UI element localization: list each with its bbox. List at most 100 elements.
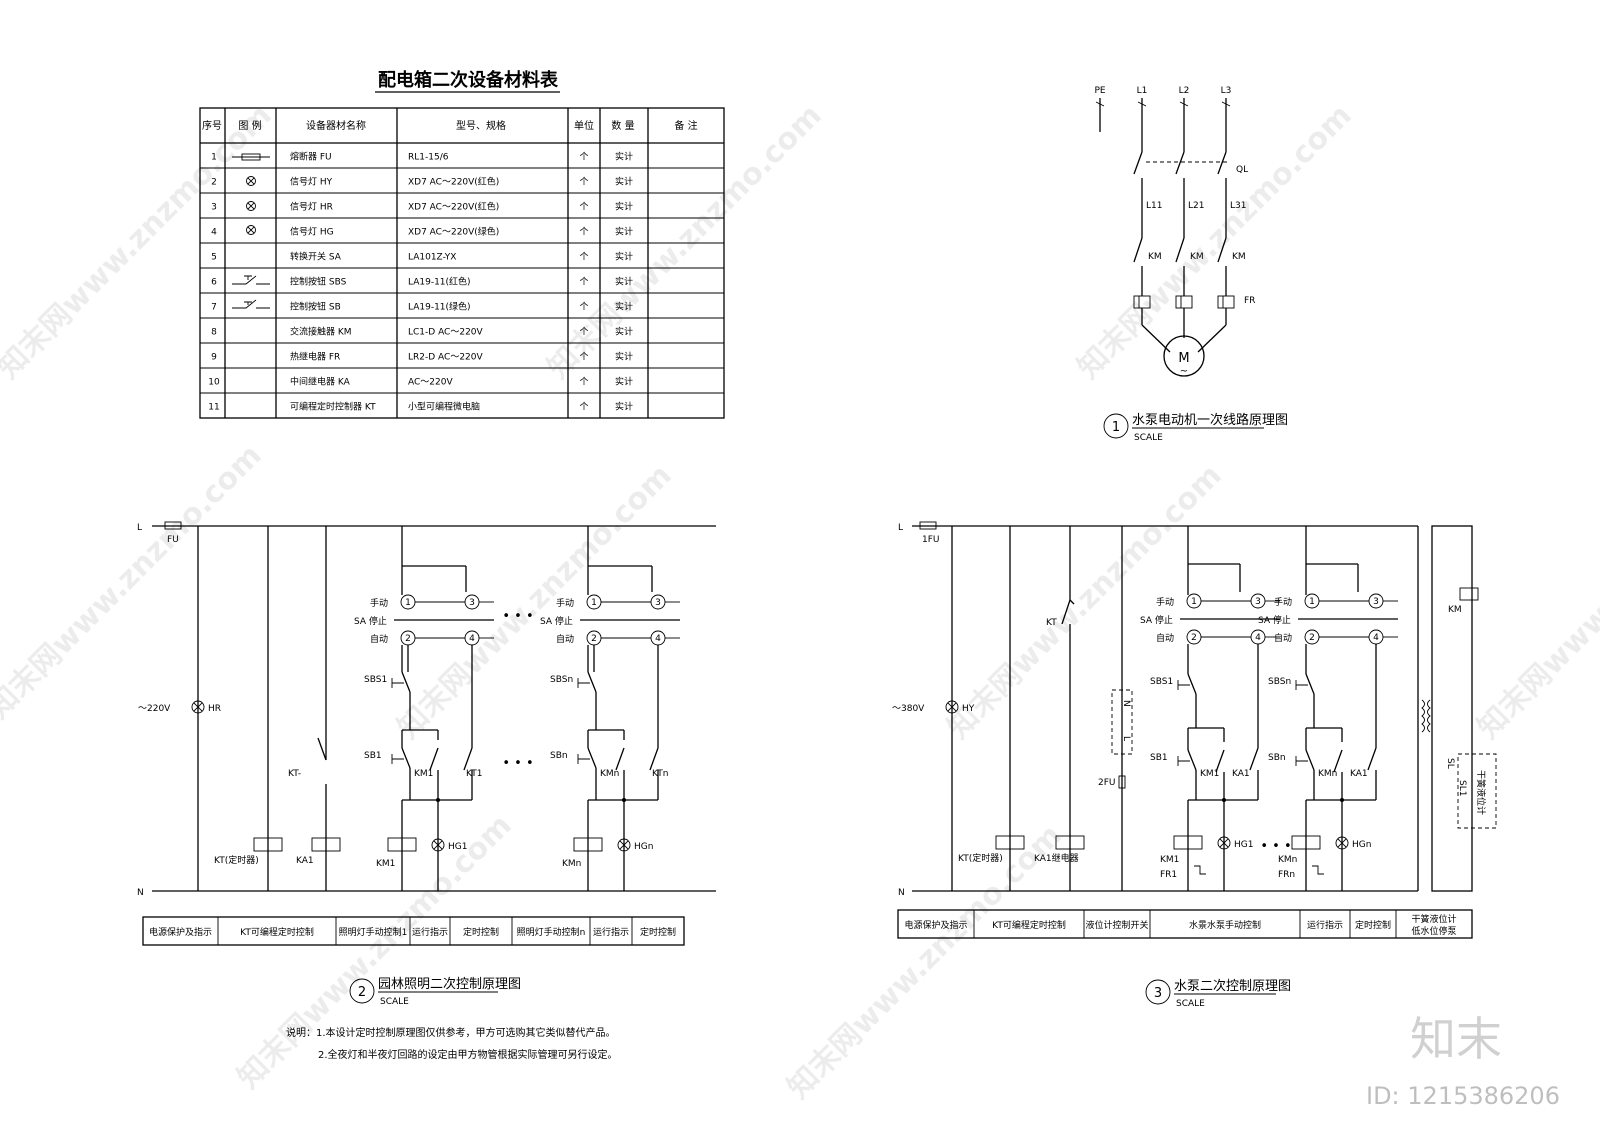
svg-text:定时控制: 定时控制 bbox=[640, 926, 676, 938]
svg-text:运行指示: 运行指示 bbox=[593, 926, 629, 938]
svg-text:可编程定时控制器 KT: 可编程定时控制器 KT bbox=[290, 401, 376, 413]
svg-text:热继电器 FR: 热继电器 FR bbox=[290, 351, 340, 363]
svg-text:干簧液位计: 干簧液位计 bbox=[1411, 913, 1456, 925]
svg-text:熔断器 FU: 熔断器 FU bbox=[290, 151, 332, 163]
svg-text:KM1: KM1 bbox=[414, 769, 433, 779]
svg-text:SBn: SBn bbox=[550, 751, 568, 761]
svg-text:AC～220V: AC～220V bbox=[408, 378, 453, 388]
watermark-logo: 知末 bbox=[1410, 1012, 1502, 1066]
svg-text:SBSn: SBSn bbox=[550, 675, 573, 685]
svg-text:实计: 实计 bbox=[615, 226, 633, 238]
svg-text:KM: KM bbox=[1148, 252, 1162, 262]
material-table: 配电箱二次设备材料表 序号 图 例 设备器材名称 型号、规格 单位 数 量 备 … bbox=[199, 69, 725, 419]
diagram-3-pump-control: L N 1FU ～380V HY KT(定时器) KT KA1继电器 N L 2… bbox=[892, 521, 1497, 1009]
svg-text:HY: HY bbox=[962, 704, 975, 714]
svg-text:KM1: KM1 bbox=[1160, 855, 1179, 865]
svg-text:4: 4 bbox=[1373, 633, 1379, 643]
svg-text:HR: HR bbox=[208, 704, 221, 714]
svg-text:知末网www.znzmo.com: 知末网www.znzmo.com bbox=[541, 98, 829, 386]
svg-text:水景水泵手动控制: 水景水泵手动控制 bbox=[1189, 919, 1261, 931]
svg-text:4: 4 bbox=[211, 228, 217, 238]
svg-text:KT(定时器): KT(定时器) bbox=[214, 854, 259, 866]
svg-text:液位计控制开关: 液位计控制开关 bbox=[1085, 919, 1148, 931]
svg-text:N: N bbox=[137, 888, 144, 898]
svg-text:10: 10 bbox=[208, 378, 220, 388]
svg-text:• • •: • • • bbox=[1260, 839, 1291, 854]
svg-text:LA19-11(绿色): LA19-11(绿色) bbox=[408, 301, 471, 313]
diagram-3-title: 水泵二次控制原理图 bbox=[1174, 978, 1291, 994]
svg-text:自动: 自动 bbox=[556, 633, 574, 645]
diagram-2-title: 园林照明二次控制原理图 bbox=[378, 976, 521, 992]
svg-text:SB1: SB1 bbox=[1150, 753, 1168, 763]
svg-text:PE: PE bbox=[1094, 86, 1105, 96]
svg-text:KMn: KMn bbox=[562, 859, 581, 869]
svg-text:SA 停止: SA 停止 bbox=[1258, 614, 1291, 626]
svg-text:KM1: KM1 bbox=[376, 859, 395, 869]
svg-text:KM: KM bbox=[1232, 252, 1246, 262]
footer-label: 定时控制 bbox=[1355, 919, 1391, 931]
svg-text:个: 个 bbox=[579, 402, 588, 413]
footer-label: 定时控制 bbox=[463, 926, 499, 938]
svg-text:2: 2 bbox=[358, 985, 366, 1000]
watermark-id: ID: 1215386206 bbox=[1366, 1082, 1560, 1110]
svg-text:RL1-15/6: RL1-15/6 bbox=[408, 153, 449, 163]
svg-text:11: 11 bbox=[208, 403, 219, 413]
svg-text:实计: 实计 bbox=[615, 151, 633, 163]
svg-text:2: 2 bbox=[591, 634, 597, 644]
svg-text:设备器材名称: 设备器材名称 bbox=[306, 119, 366, 132]
svg-text:XD7 AC～220V(红色): XD7 AC～220V(红色) bbox=[408, 176, 499, 188]
svg-text:KA1: KA1 bbox=[1232, 769, 1250, 779]
svg-text:HGn: HGn bbox=[634, 842, 653, 852]
svg-text:1: 1 bbox=[591, 598, 597, 608]
svg-text:实计: 实计 bbox=[615, 251, 633, 263]
svg-text:数 量: 数 量 bbox=[611, 119, 634, 132]
svg-text:5: 5 bbox=[211, 253, 217, 263]
svg-text:XD7 AC～220V(红色): XD7 AC～220V(红色) bbox=[408, 201, 499, 213]
note-line-2: 2.全夜灯和半夜灯回路的设定由甲方物管根据实际管理可另行设定。 bbox=[318, 1048, 618, 1061]
svg-text:LA19-11(红色): LA19-11(红色) bbox=[408, 276, 471, 288]
svg-text:转换开关 SA: 转换开关 SA bbox=[290, 251, 342, 263]
svg-text:4: 4 bbox=[655, 634, 661, 644]
svg-text:知末网www.znzmo.com: 知末网www.znzmo.com bbox=[1471, 458, 1600, 746]
svg-text:手动: 手动 bbox=[1156, 596, 1174, 608]
svg-text:备 注: 备 注 bbox=[674, 119, 697, 132]
svg-text:SL1: SL1 bbox=[1457, 780, 1467, 796]
svg-text:手动: 手动 bbox=[370, 597, 388, 609]
svg-text:2: 2 bbox=[1309, 633, 1315, 643]
svg-text:～380V: ～380V bbox=[892, 704, 925, 714]
svg-text:自动: 自动 bbox=[1274, 632, 1292, 644]
svg-text:L11: L11 bbox=[1146, 201, 1162, 211]
design-notes: 说明：1.本设计定时控制原理图仅供参考，甲方可选购其它类似替代产品。 2.全夜灯… bbox=[286, 1026, 618, 1061]
svg-text:电源保护及指示: 电源保护及指示 bbox=[904, 919, 967, 931]
svg-text:手动: 手动 bbox=[1274, 596, 1292, 608]
svg-text:M: M bbox=[1178, 351, 1189, 366]
svg-text:9: 9 bbox=[211, 353, 217, 363]
svg-text:知末网www.znzmo.com: 知末网www.znzmo.com bbox=[0, 438, 269, 726]
svg-text:自动: 自动 bbox=[1156, 632, 1174, 644]
svg-text:KT可编程定时控制: KT可编程定时控制 bbox=[240, 926, 314, 938]
svg-text:• • •: • • • bbox=[502, 756, 533, 771]
diagram-1-motor-primary: PE L1 L2 L3 QL L11 L21 L31 KM KM KM FR M… bbox=[1094, 86, 1288, 443]
svg-text:序号: 序号 bbox=[202, 119, 222, 132]
svg-text:FR: FR bbox=[1244, 296, 1255, 306]
svg-text:知末网www.znzmo.com: 知末网www.znzmo.com bbox=[941, 458, 1229, 746]
svg-text:HGn: HGn bbox=[1352, 840, 1371, 850]
svg-text:1: 1 bbox=[211, 153, 217, 163]
svg-text:L: L bbox=[898, 523, 903, 533]
svg-text:KA1: KA1 bbox=[296, 856, 314, 866]
svg-text:照明灯手动控制1: 照明灯手动控制1 bbox=[339, 926, 408, 938]
svg-text:1FU: 1FU bbox=[922, 535, 940, 545]
svg-text:个: 个 bbox=[579, 352, 588, 363]
svg-text:XD7 AC～220V(绿色): XD7 AC～220V(绿色) bbox=[408, 226, 499, 238]
svg-text:知末网www.znzmo.com: 知末网www.znzmo.com bbox=[0, 98, 279, 386]
svg-text:KA1继电器: KA1继电器 bbox=[1034, 852, 1079, 864]
